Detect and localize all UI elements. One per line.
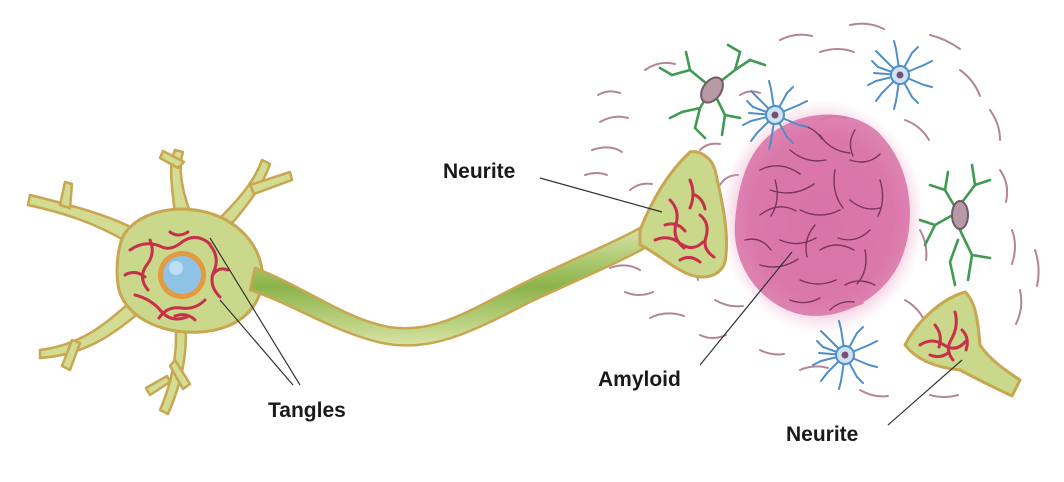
dystrophic-neurite-icon <box>638 150 729 279</box>
microglia-icon <box>918 163 992 287</box>
amyloid-label: Amyloid <box>598 368 681 391</box>
neuron-cell-body-icon <box>26 148 652 416</box>
tangles-cell-body <box>123 230 230 322</box>
tangles-label: Tangles <box>268 399 346 422</box>
leader-lines <box>209 177 963 426</box>
neurite-label-top: Neurite <box>443 160 516 183</box>
microglia-icon <box>658 43 767 140</box>
astrocyte-icon <box>742 80 808 150</box>
amyloid-plaque-icon <box>719 99 925 335</box>
astrocyte-icon <box>812 320 878 390</box>
neurite-label-bottom: Neurite <box>786 423 859 446</box>
astrocyte-icon <box>867 40 933 110</box>
dystrophic-neurite-icon <box>903 290 1022 398</box>
